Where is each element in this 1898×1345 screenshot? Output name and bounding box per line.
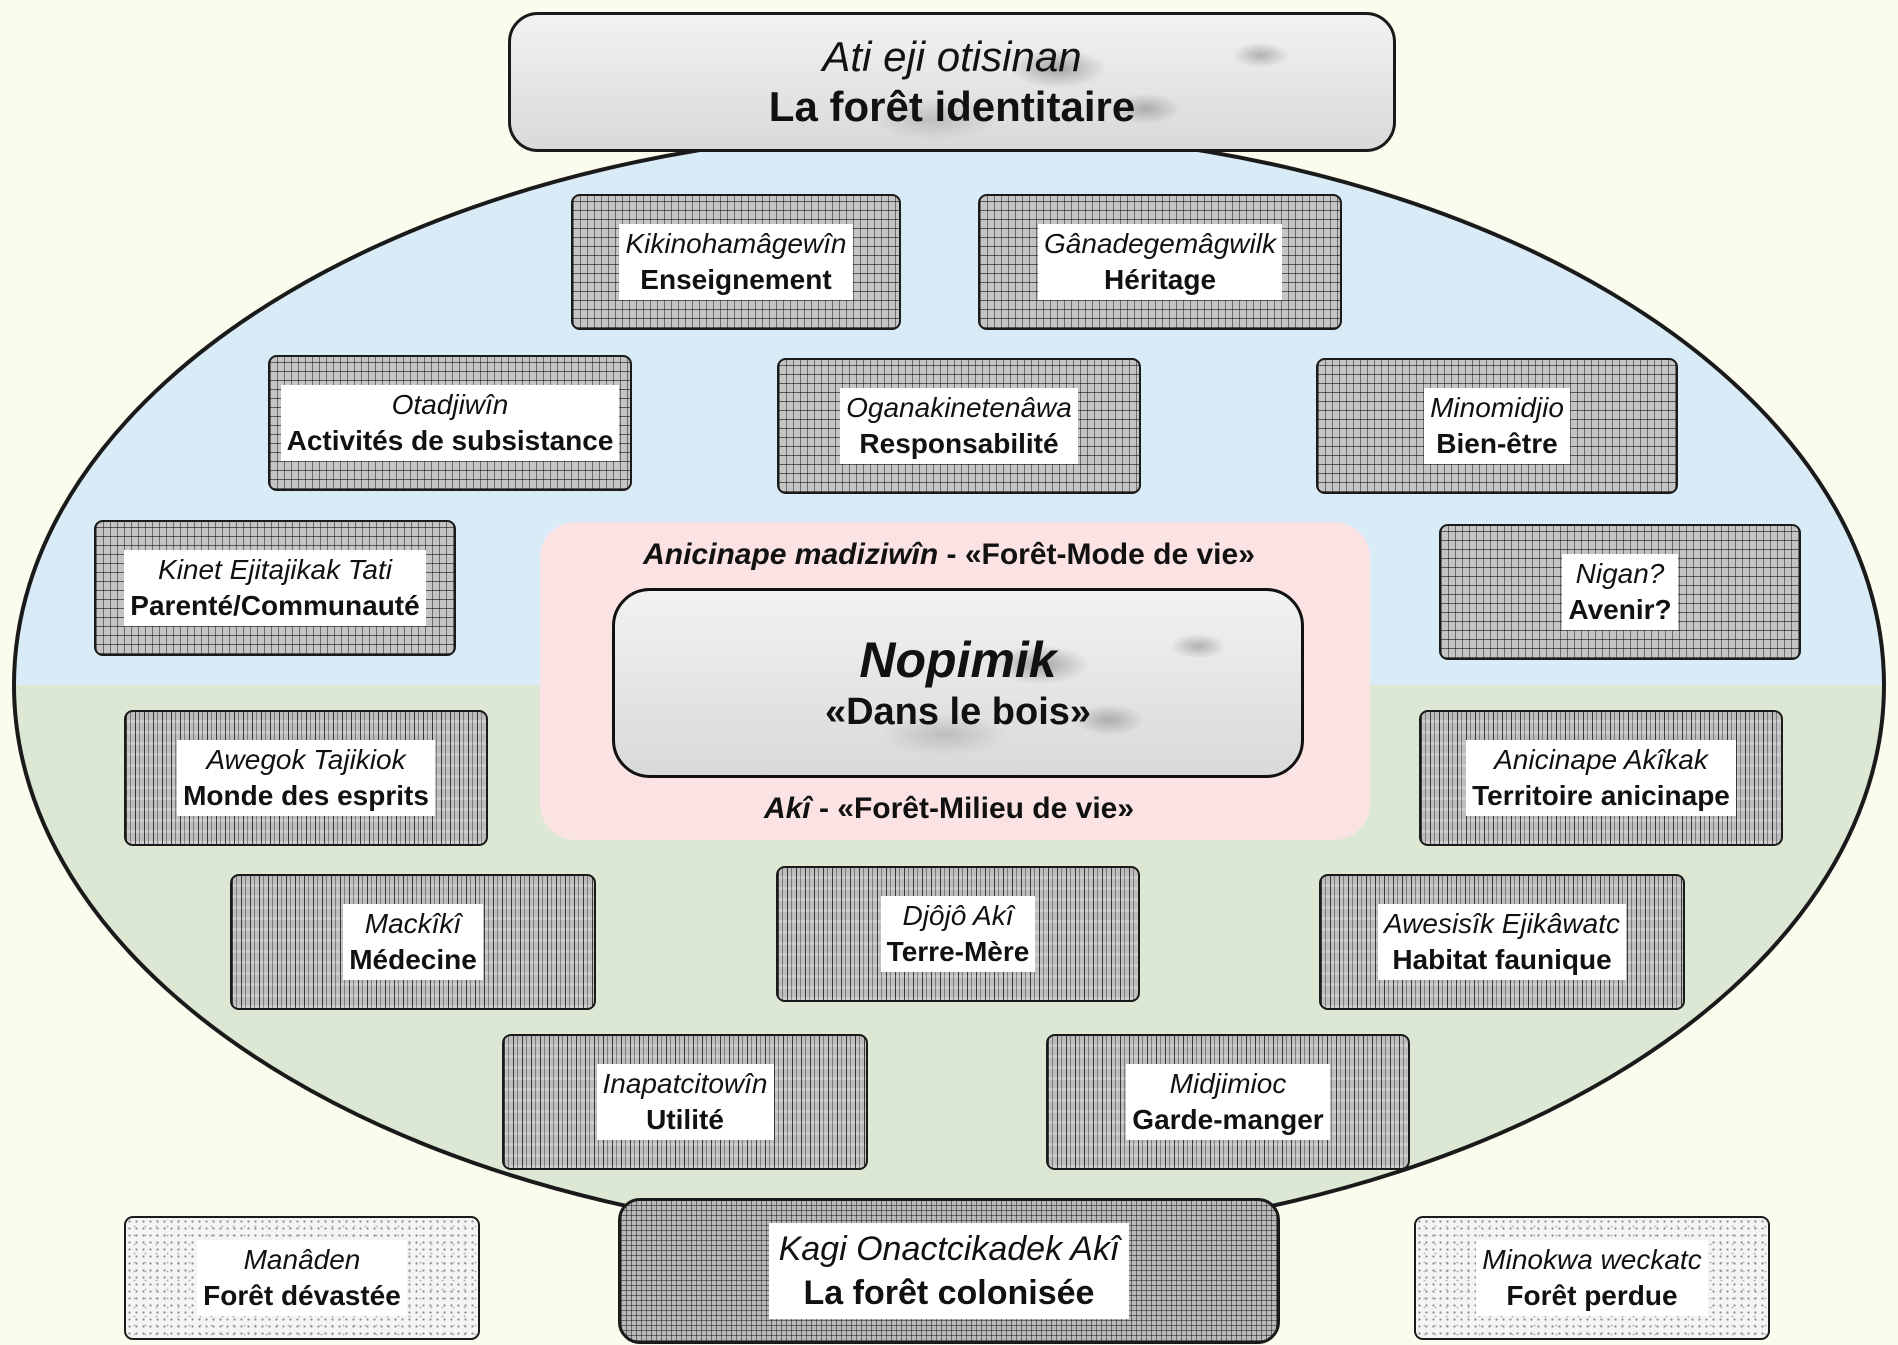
concept-box-habitat: Awesisîk Ejikâwatc Habitat faunique xyxy=(1319,874,1685,1010)
concept-french: Responsabilité xyxy=(859,428,1059,459)
concept-native: Midjimioc xyxy=(1169,1068,1287,1100)
concept-label: Djôjô Akî Terre-Mère xyxy=(880,896,1036,972)
nopimik-french: «Dans le bois» xyxy=(824,691,1092,734)
concept-native: Kagi Onactcikadek Akî xyxy=(778,1229,1120,1268)
concept-label: Kikinohamâgewîn Enseignement xyxy=(619,224,853,300)
concept-box-perdue: Minokwa weckatc Forêt perdue xyxy=(1414,1216,1770,1340)
concept-french: Garde-manger xyxy=(1132,1104,1324,1135)
concept-box-parente: Kinet Ejitajikak Tati Parenté/Communauté xyxy=(94,520,456,656)
concept-box-bien-etre: Minomidjio Bien-être xyxy=(1316,358,1678,494)
concept-label: Otadjiwîn Activités de subsistance xyxy=(280,385,620,461)
concept-box-heritage: Gânadegemâgwilk Héritage xyxy=(978,194,1342,330)
top-caption-french: - «Forêt-Mode de vie» xyxy=(938,538,1255,571)
concept-label: Manâden Forêt dévastée xyxy=(197,1240,407,1316)
concept-label: Minomidjio Bien-être xyxy=(1424,388,1570,464)
concept-box-activites: Otadjiwîn Activités de subsistance xyxy=(268,355,632,491)
concept-french: Avenir? xyxy=(1568,594,1672,625)
concept-french: Utilité xyxy=(646,1104,724,1135)
concept-label: Nigan? Avenir? xyxy=(1562,554,1678,630)
concept-french: Médecine xyxy=(349,944,477,975)
concept-french: Territoire anicinape xyxy=(1472,780,1730,811)
concept-french: La forêt colonisée xyxy=(803,1274,1095,1312)
nopimik-label: Nopimik «Dans le bois» xyxy=(825,630,1091,736)
concept-box-esprits: Awegok Tajikiok Monde des esprits xyxy=(124,710,488,846)
bottom-caption-native: Akî xyxy=(763,792,811,825)
concept-french: Forêt perdue xyxy=(1506,1280,1678,1311)
concept-box-terre-mere: Djôjô Akî Terre-Mère xyxy=(776,866,1140,1002)
concept-french: Activités de subsistance xyxy=(286,425,614,456)
concept-native: Awesisîk Ejikâwatc xyxy=(1383,908,1620,940)
concept-french: Monde des esprits xyxy=(183,780,429,811)
concept-label: Awesisîk Ejikâwatc Habitat faunique xyxy=(1377,904,1626,980)
concept-box-territoire: Anicinape Akîkak Territoire anicinape xyxy=(1419,710,1783,846)
concept-native: Kikinohamâgewîn xyxy=(625,228,847,260)
title-french: La forêt identitaire xyxy=(768,83,1136,130)
concept-label: Inapatcitowîn Utilité xyxy=(596,1064,774,1140)
concept-label: Kagi Onactcikadek Akî La forêt colonisée xyxy=(768,1222,1130,1320)
nopimik-native: Nopimik xyxy=(859,632,1057,689)
concept-native: Minomidjio xyxy=(1430,392,1564,424)
title-label: Ati eji otisinan La forêt identitaire xyxy=(769,32,1135,133)
bottom-caption-french: - «Forêt-Milieu de vie» xyxy=(810,792,1135,825)
concept-box-utilite: Inapatcitowîn Utilité xyxy=(502,1034,868,1170)
concept-label: Midjimioc Garde-manger xyxy=(1126,1064,1330,1140)
concept-french: Terre-Mère xyxy=(886,936,1030,967)
center-top-caption: Anicinape madiziwîn - «Forêt-Mode de vie… xyxy=(0,538,1898,572)
concept-french: Héritage xyxy=(1103,264,1217,295)
concept-french: Parenté/Communauté xyxy=(130,590,420,621)
concept-box-medecine: Mackîkî Médecine xyxy=(230,874,596,1010)
concept-french: Habitat faunique xyxy=(1392,944,1612,975)
title-box: Ati eji otisinan La forêt identitaire xyxy=(508,12,1396,152)
concept-label: Minokwa weckatc Forêt perdue xyxy=(1476,1240,1708,1316)
concept-native: Oganakinetenâwa xyxy=(846,392,1072,424)
concept-box-avenir: Nigan? Avenir? xyxy=(1439,524,1801,660)
concept-native: Manâden xyxy=(243,1244,361,1276)
concept-french: Bien-être xyxy=(1436,428,1558,459)
center-bottom-caption: Akî - «Forêt-Milieu de vie» xyxy=(0,792,1898,826)
concept-native: Djôjô Akî xyxy=(902,900,1014,932)
concept-label: Gânadegemâgwilk Héritage xyxy=(1038,224,1282,300)
concept-french: Forêt dévastée xyxy=(203,1280,401,1311)
concept-label: Awegok Tajikiok Monde des esprits xyxy=(177,740,435,816)
nopimik-box: Nopimik «Dans le bois» xyxy=(612,588,1304,778)
concept-native: Kinet Ejitajikak Tati xyxy=(158,554,392,586)
concept-box-responsabilite: Oganakinetenâwa Responsabilité xyxy=(777,358,1141,494)
concept-label: Kinet Ejitajikak Tati Parenté/Communauté xyxy=(124,550,426,626)
concept-label: Mackîkî Médecine xyxy=(343,904,483,980)
concept-box-devastee: Manâden Forêt dévastée xyxy=(124,1216,480,1340)
concept-box-garde-manger: Midjimioc Garde-manger xyxy=(1046,1034,1410,1170)
title-native: Ati eji otisinan xyxy=(822,32,1082,80)
concept-native: Awegok Tajikiok xyxy=(206,744,406,776)
concept-native: Otadjiwîn xyxy=(391,389,509,421)
concept-native: Anicinape Akîkak xyxy=(1494,744,1708,776)
concept-label: Oganakinetenâwa Responsabilité xyxy=(840,388,1078,464)
concept-native: Inapatcitowîn xyxy=(602,1068,768,1100)
concept-french: Enseignement xyxy=(640,264,832,295)
concept-native: Gânadegemâgwilk xyxy=(1044,228,1276,260)
concept-box-enseignement: Kikinohamâgewîn Enseignement xyxy=(571,194,901,330)
concept-native: Minokwa weckatc xyxy=(1482,1244,1702,1276)
top-caption-native: Anicinape madiziwîn xyxy=(643,538,939,571)
concept-box-colonisee: Kagi Onactcikadek Akî La forêt colonisée xyxy=(618,1198,1280,1344)
concept-native: Nigan? xyxy=(1575,558,1665,590)
concept-label: Anicinape Akîkak Territoire anicinape xyxy=(1466,740,1736,816)
concept-native: Mackîkî xyxy=(364,908,462,940)
